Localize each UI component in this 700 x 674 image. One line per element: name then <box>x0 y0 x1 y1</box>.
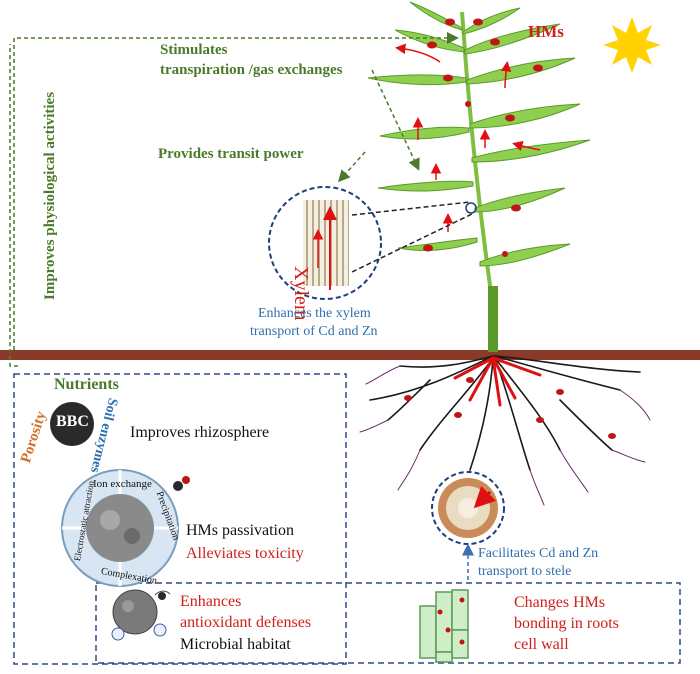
improves-physiological-label: Improves physiological activities <box>42 91 58 300</box>
enhances-xylem-line2: transport of Cd and Zn <box>250 324 378 339</box>
hm-transport-arrows <box>395 43 541 232</box>
enhances-antioxidant-line1: Enhances <box>180 593 242 610</box>
root-cellwall-box <box>95 582 681 664</box>
hms-label: HMs <box>528 22 564 41</box>
hms-passivation-label: HMs passivation <box>186 522 294 539</box>
microbial-habitat-label: Microbial habitat <box>180 636 291 653</box>
rhizosphere-box <box>13 373 347 665</box>
changes-hms-line2: bonding in roots <box>514 615 619 632</box>
passivation-wheel <box>61 469 190 587</box>
stimulates-label-line2: transpiration /gas exchanges <box>160 62 343 78</box>
hm-dots-cellwall <box>437 597 465 645</box>
changes-hms-line1: Changes HMs <box>514 594 606 611</box>
hm-dots-leaves <box>423 18 543 257</box>
provides-transit-label: Provides transit power <box>158 146 304 162</box>
microbial-particle <box>111 589 171 641</box>
improves-rhizosphere-label: Improves rhizosphere <box>130 424 270 441</box>
alleviates-toxicity-label: Alleviates toxicity <box>186 545 304 562</box>
hm-dots-roots <box>404 377 616 439</box>
sun-icon <box>603 17 661 73</box>
enhances-xylem-line1: Enhances the xylem <box>258 306 371 321</box>
changes-hms-line3: cell wall <box>514 636 569 653</box>
ion-exchange-label: Ion exchange <box>93 478 152 490</box>
roots <box>359 355 651 506</box>
soil-surface-line <box>0 350 700 360</box>
green-dashed-arrows <box>9 32 459 367</box>
facilitates-line1: Facilitates Cd and Zn <box>478 546 599 561</box>
stimulates-label-line1: Stimulates <box>160 42 228 58</box>
bbc-label: BBC <box>56 413 89 430</box>
root-cross-section <box>431 471 505 545</box>
enhances-antioxidant-line2: antioxidant defenses <box>180 614 312 631</box>
xylem-magnifier <box>268 186 477 300</box>
facilitates-line2: transport to stele <box>478 564 572 579</box>
bbc-badge <box>50 402 94 446</box>
nutrients-label: Nutrients <box>54 376 119 393</box>
leaves <box>367 1 591 267</box>
